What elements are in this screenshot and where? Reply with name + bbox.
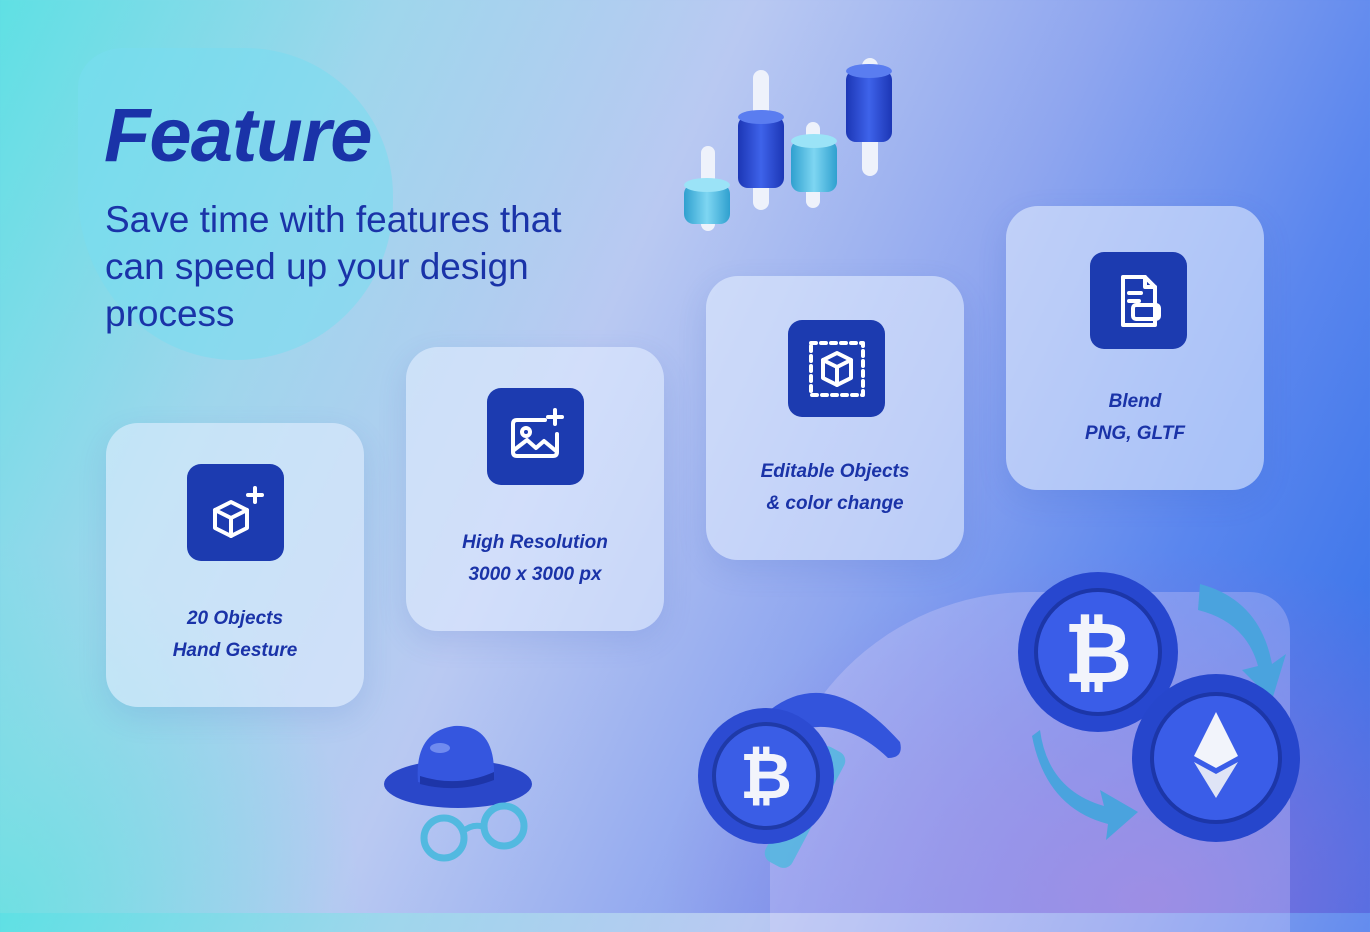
card-line-2: 3000 x 3000 px xyxy=(468,564,602,585)
icon-tile xyxy=(487,388,584,485)
heading-blob xyxy=(78,48,393,360)
image-add-icon xyxy=(510,407,564,458)
card-caption: Editable Objects & color change xyxy=(706,456,964,520)
crypto-exchange-icon: ₿ xyxy=(1018,572,1300,842)
card-line-1: High Resolution xyxy=(462,532,608,553)
card-line-1: 20 Objects xyxy=(186,608,284,629)
feature-card-editable: Editable Objects & color change xyxy=(706,276,964,560)
feature-card-objects: 20 Objects Hand Gesture xyxy=(106,423,364,707)
feature-card-formats: Blend PNG, GLTF xyxy=(1006,206,1264,490)
file-icon xyxy=(1120,274,1161,327)
cube-add-icon xyxy=(212,485,264,538)
svg-text:₿: ₿ xyxy=(740,740,792,814)
card-line-2: & color change xyxy=(766,493,904,514)
icon-tile xyxy=(1090,252,1187,349)
icon-tile xyxy=(788,320,885,417)
page-subtitle: Save time with features that can speed u… xyxy=(105,199,562,334)
card-caption: Blend PNG, GLTF xyxy=(1006,386,1264,450)
card-line-2: Hand Gesture xyxy=(172,640,298,661)
svg-text:₿: ₿ xyxy=(1064,604,1132,702)
icon-tile xyxy=(187,464,284,561)
hat-glasses-icon xyxy=(384,725,532,862)
pickaxe-bitcoin-icon: ₿ xyxy=(698,692,901,868)
page-title: Feature xyxy=(104,93,373,178)
card-line-1: Blend xyxy=(1108,391,1162,412)
cube-select-icon xyxy=(808,340,865,397)
card-line-1: Editable Objects xyxy=(760,461,910,482)
feature-card-resolution: High Resolution 3000 x 3000 px xyxy=(406,347,664,631)
card-caption: High Resolution 3000 x 3000 px xyxy=(406,527,664,591)
card-line-2: PNG, GLTF xyxy=(1085,423,1185,444)
card-caption: 20 Objects Hand Gesture xyxy=(106,603,364,667)
candlestick-chart-icon xyxy=(684,58,892,231)
